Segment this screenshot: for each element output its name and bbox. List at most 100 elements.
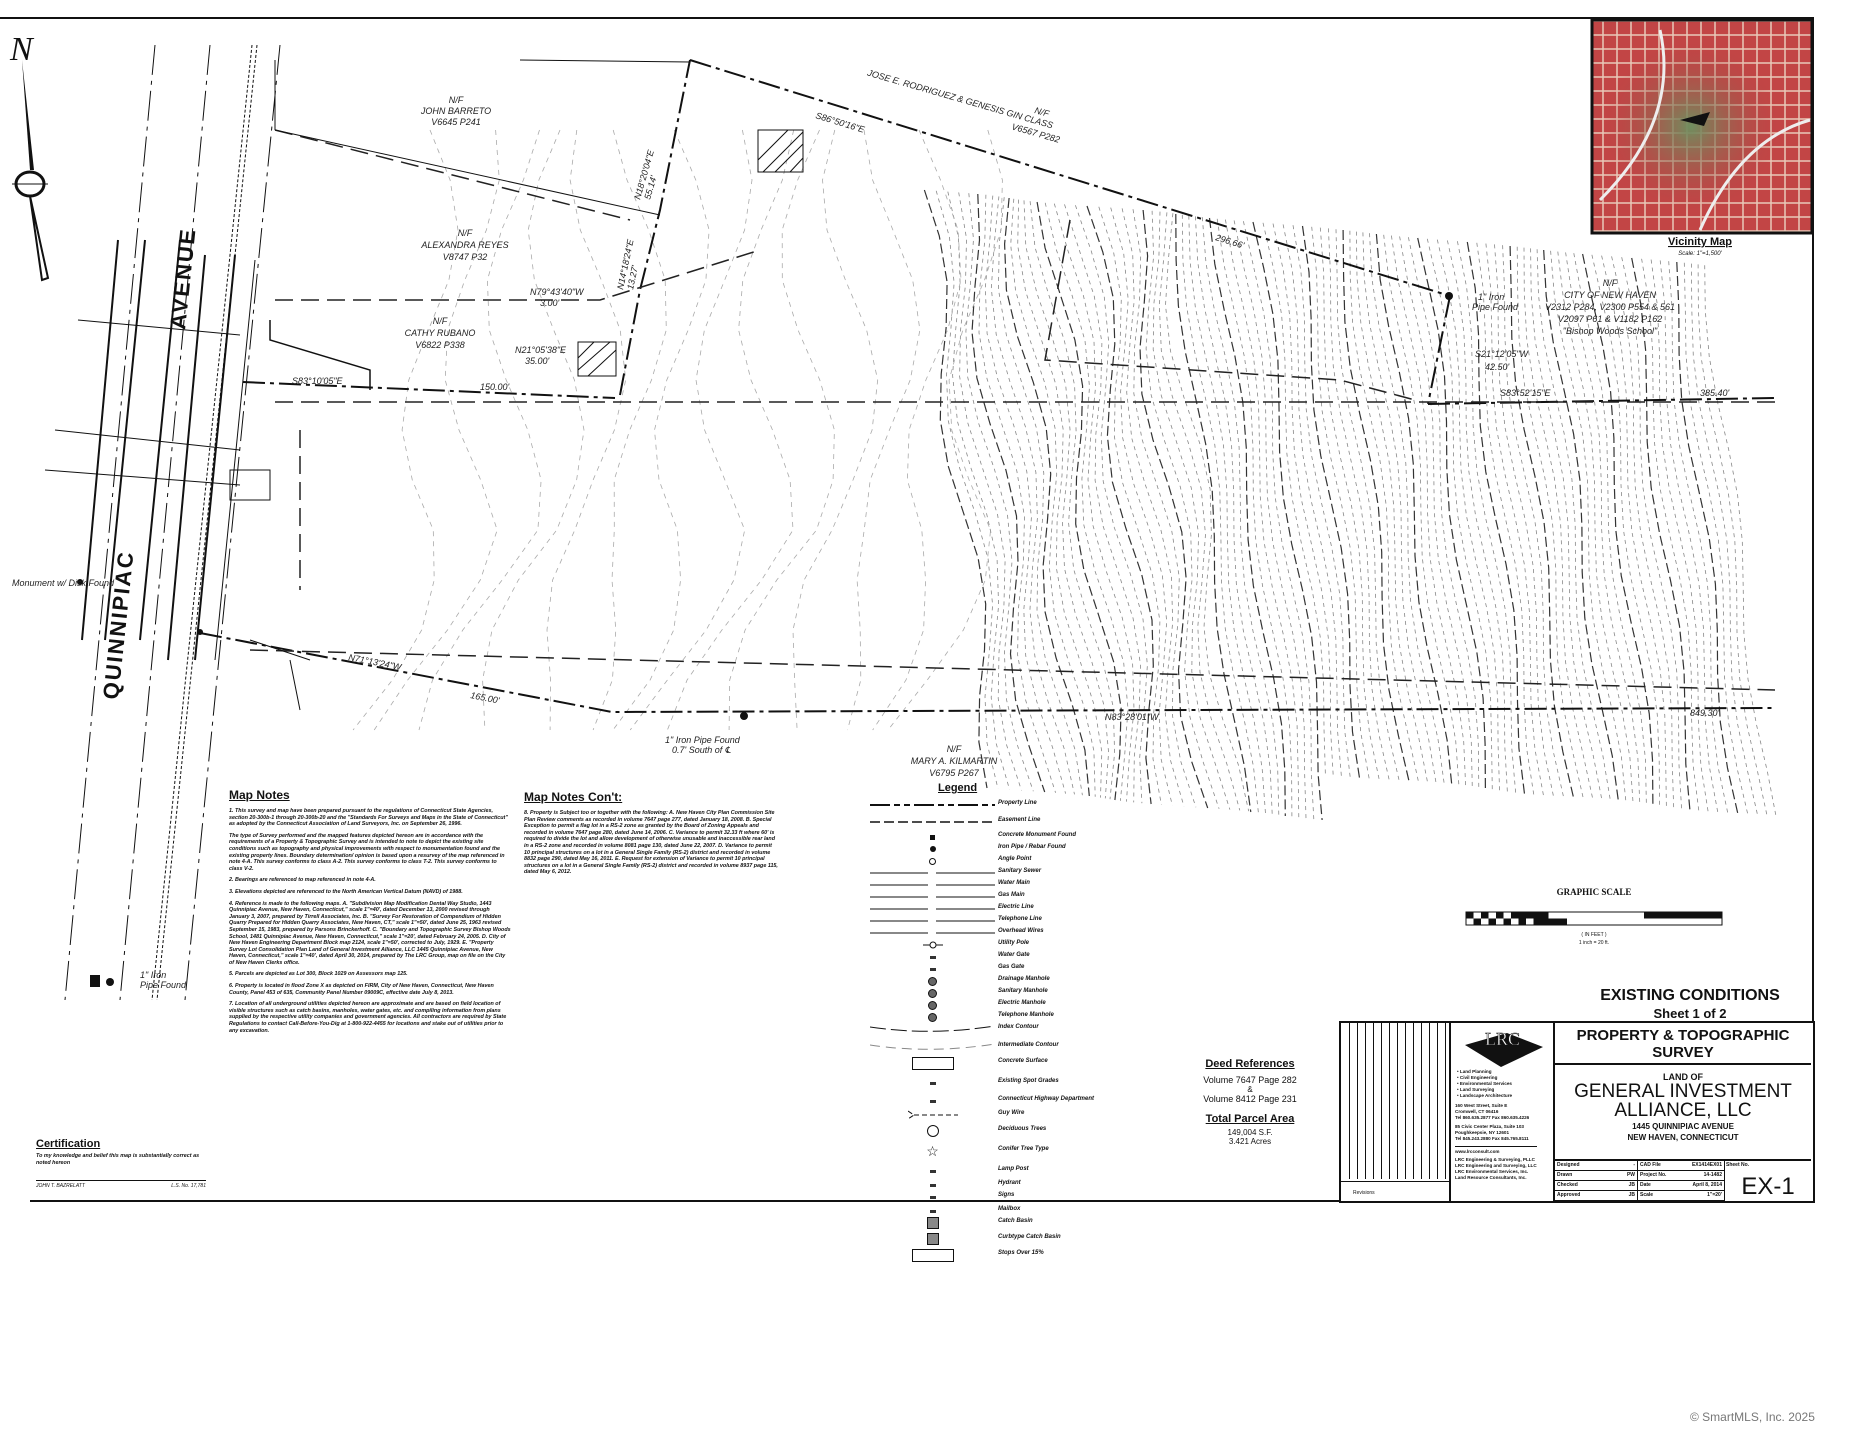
legend-rect-icon xyxy=(870,1248,995,1262)
legend-contour-light-icon xyxy=(870,1040,995,1054)
surveyor-name: JOHN T. BAZRELATT xyxy=(36,1183,85,1190)
firm-info: LRC • Land Planning• Civil Engineering• … xyxy=(1451,1023,1555,1201)
legend-small-icon xyxy=(870,1164,995,1178)
legend-item: Angle Point xyxy=(870,854,1120,868)
legend-item: Easement Line xyxy=(870,815,1120,829)
contour-line xyxy=(1704,265,1777,818)
firm-website: www.lrcconsult.com xyxy=(1455,1146,1537,1155)
project-address: 1445 QUINNIPIAC AVENUE xyxy=(1632,1122,1734,1131)
legend-item: Catch Basin xyxy=(870,1216,1120,1230)
map-note: 3. Elevations depicted are referenced to… xyxy=(229,888,463,895)
field-value: EX1414EX01 xyxy=(1691,1162,1722,1168)
legend-item: Concrete Monument Found xyxy=(870,830,1120,844)
project-owner: LAND OF GENERAL INVESTMENT ALLIANCE, LLC… xyxy=(1555,1067,1811,1159)
legend-tree-icon xyxy=(870,1124,995,1138)
building-hatch xyxy=(249,129,804,711)
map-note: The type of Survey performed and the map… xyxy=(229,832,505,872)
north-label: N xyxy=(9,31,35,68)
contour-line xyxy=(1641,258,1700,811)
field-label: Scale xyxy=(1640,1192,1654,1198)
contour-line xyxy=(1175,213,1252,813)
contour-line xyxy=(1319,227,1380,780)
svg-text:0.7' South of ℄: 0.7' South of ℄ xyxy=(672,745,731,755)
contour-line xyxy=(728,129,835,731)
contour-line xyxy=(997,197,1083,796)
sheet-number: EX-1 xyxy=(1741,1173,1795,1200)
monument-markers xyxy=(77,292,1453,987)
legend-item: Lamp Post xyxy=(870,1164,1120,1178)
svg-text:385.40': 385.40' xyxy=(1700,388,1730,398)
legend-pole-icon xyxy=(870,938,995,952)
legend-small-icon xyxy=(870,1094,995,1108)
legend-contour-icon xyxy=(870,1022,995,1036)
legend-label: Angle Point xyxy=(998,856,1032,862)
scale-segment xyxy=(1533,918,1541,925)
scale-segment xyxy=(1473,918,1481,925)
legend-item: Gas Gate xyxy=(870,962,1120,976)
legend-rect-icon xyxy=(870,1056,995,1070)
contour-line xyxy=(1466,241,1526,795)
contour-line xyxy=(373,129,500,731)
legend-small-icon xyxy=(870,1076,995,1090)
certification: Certification To my knowledge and belief… xyxy=(36,1138,206,1189)
svg-text:42.50': 42.50' xyxy=(1485,362,1510,372)
contour-line xyxy=(1399,236,1473,789)
legend-label: Gas Main xyxy=(998,892,1025,898)
contour-line xyxy=(1691,263,1759,816)
svg-text:GRAPHIC SCALE: GRAPHIC SCALE xyxy=(1557,887,1632,897)
scale-segment xyxy=(1644,912,1722,919)
svg-text:165.00': 165.00' xyxy=(470,690,501,705)
legend-small-icon xyxy=(870,1178,995,1192)
scale-segment xyxy=(1481,912,1489,919)
legend-label: Deciduous Trees xyxy=(998,1126,1047,1132)
contour-line xyxy=(1659,260,1719,813)
legend-basin-icon xyxy=(870,1232,995,1246)
svg-text:V6795 P267: V6795 P267 xyxy=(929,768,980,778)
svg-text:( IN FEET ): ( IN FEET ) xyxy=(1581,932,1607,938)
contour-line xyxy=(1301,225,1361,779)
legend-util-line-icon xyxy=(870,926,995,940)
legend-star-icon: ☆ xyxy=(926,1143,939,1159)
revision-column xyxy=(1437,1023,1438,1179)
legend-label: Drainage Manhole xyxy=(998,976,1050,982)
legend-item: Curbtype Catch Basin xyxy=(870,1232,1120,1246)
legend-label: Water Gate xyxy=(998,952,1030,958)
legend-item: Signs xyxy=(870,1190,1120,1204)
contour-line xyxy=(1003,197,1090,797)
deed-volume-1: Volume 7647 Page 282 xyxy=(1203,1075,1297,1085)
owner-label-city-of-new-haven: N/F CITY OF NEW HAVEN V2312 P284, V2300 … xyxy=(1545,278,1675,336)
legend-easement-line-icon xyxy=(870,815,995,829)
address-2: 85 Civic Center Plaza, Suite 103 xyxy=(1455,1124,1524,1129)
contour-line xyxy=(1029,201,1116,800)
quinnipiac-avenue-road xyxy=(44,44,281,1001)
owner-name-1: GENERAL INVESTMENT xyxy=(1574,1081,1792,1102)
contour-line xyxy=(352,129,459,731)
legend-item: Mailbox xyxy=(870,1204,1120,1218)
owner-label-kilmartin: N/F MARY A. KILMARTIN V6795 P267 xyxy=(911,744,998,778)
contour-line xyxy=(1650,259,1709,812)
deed-amp: & xyxy=(1247,1085,1253,1094)
field-value: PW xyxy=(1626,1172,1635,1178)
legend-item: Overhead Wires xyxy=(870,926,1120,940)
legend-util-line-icon xyxy=(870,902,995,916)
field-value: 1"=20' xyxy=(1707,1192,1722,1198)
deed-volume-2: Volume 8412 Page 231 xyxy=(1203,1094,1297,1104)
contour-line xyxy=(1195,216,1273,815)
legend-item: Telephone Line xyxy=(870,914,1120,928)
map-notes-cont-title: Map Notes Con't: xyxy=(524,790,623,804)
revisions-label: Revisions xyxy=(1341,1181,1449,1201)
svg-text:13.27': 13.27' xyxy=(625,264,640,290)
certification-title: Certification xyxy=(36,1138,101,1150)
map-note: 4. Reference is made to the following ma… xyxy=(229,900,511,966)
land-of-label: LAND OF xyxy=(1663,1072,1703,1082)
contour-line xyxy=(965,193,1034,792)
revision-column xyxy=(1349,1023,1350,1179)
svg-text:V6645 P241: V6645 P241 xyxy=(431,117,481,127)
legend-item: Property Line xyxy=(870,798,1120,812)
contour-line xyxy=(1216,218,1293,817)
list-item: LRC Engineering and Surveying, LLC xyxy=(1455,1163,1537,1168)
contour-line xyxy=(1023,200,1110,799)
svg-text:1" Iron Pipe Found: 1" Iron Pipe Found xyxy=(665,735,741,745)
contour-line xyxy=(1668,261,1729,814)
